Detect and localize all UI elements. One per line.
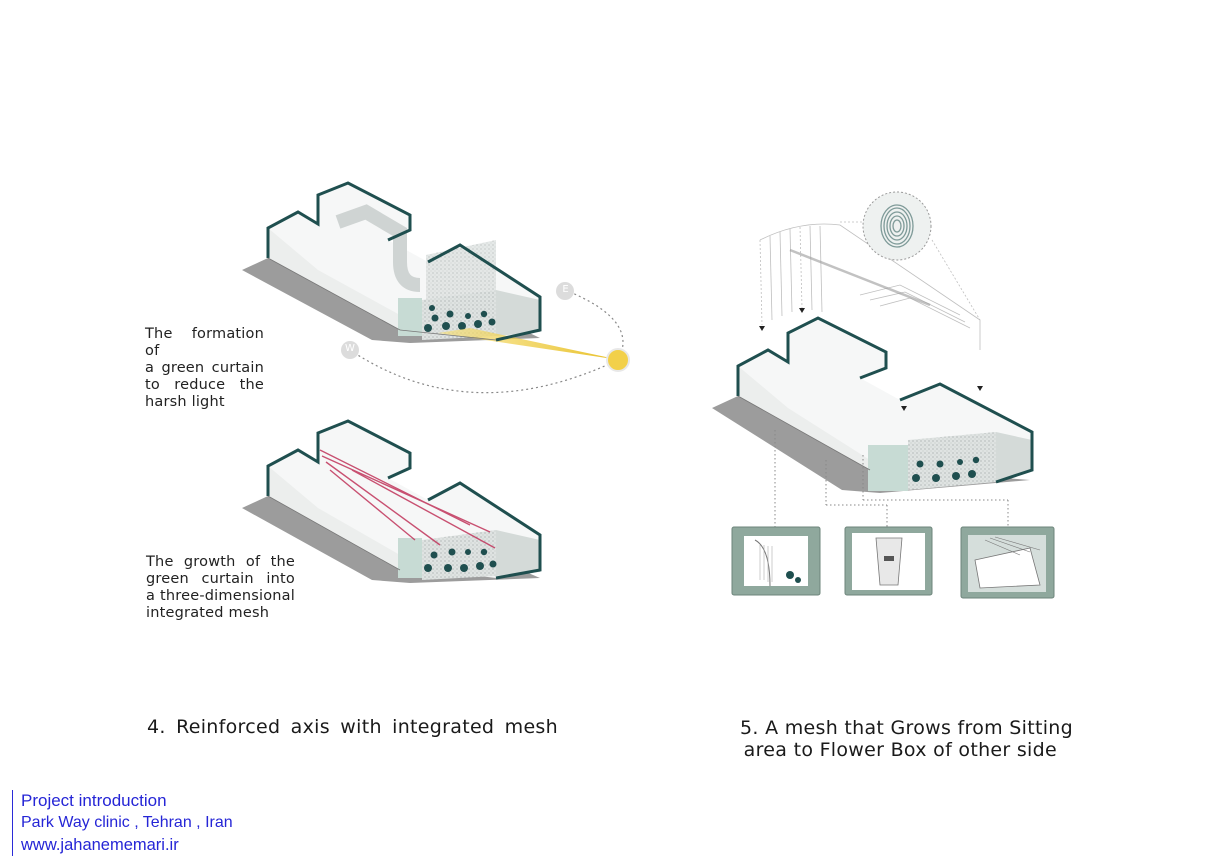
east-label: E <box>562 284 569 295</box>
exploded-mesh <box>759 221 981 350</box>
caption-formation-line-3: to reduce the <box>145 377 264 393</box>
arrow-markers <box>759 308 983 411</box>
view-panel-3 <box>960 526 1055 599</box>
caption-formation-line-2: a green curtain <box>145 360 264 376</box>
view-panel-1 <box>731 526 821 596</box>
building-axonometric-2 <box>242 419 542 583</box>
caption-growth-line-2: green curtain into <box>146 571 295 587</box>
credit-block: Project introduction Park Way clinic , T… <box>12 790 233 856</box>
credit-project-introduction: Project introduction <box>21 791 167 810</box>
caption-formation-line-1: The formation of <box>145 326 264 359</box>
west-marker <box>341 341 359 359</box>
sun-path <box>341 282 630 394</box>
title-right-line-2: area to Flower Box of other side <box>743 739 1057 761</box>
caption-growth: The growth of the green curtain into a t… <box>146 554 295 622</box>
leader-lines <box>774 430 1009 528</box>
credit-location: Park Way clinic , Tehran , Iran <box>21 814 233 831</box>
title-right-line-1: 5. A mesh that Grows from Sitting <box>740 717 1074 739</box>
credit-website-link[interactable]: www.jahanememari.ir <box>21 836 179 854</box>
sun-icon <box>606 348 630 372</box>
fingerprint-icon <box>862 191 932 261</box>
title-right: 5. A mesh that Grows from Sitting area t… <box>740 717 1074 761</box>
caption-growth-line-1: The growth of the <box>146 554 295 570</box>
caption-growth-line-3: a three-dimensional <box>146 588 295 604</box>
view-panel-2 <box>844 526 933 596</box>
caption-formation: The formation of a green curtain to redu… <box>145 326 264 411</box>
caption-formation-line-4: harsh light <box>145 394 225 410</box>
building-axonometric-3 <box>712 316 1034 493</box>
west-label: W <box>345 343 355 354</box>
east-marker <box>556 282 574 300</box>
title-left: 4. Reinforced axis with integrated mesh <box>147 716 558 738</box>
caption-growth-line-4: integrated mesh <box>146 605 270 621</box>
building-axonometric-1 <box>242 181 620 360</box>
